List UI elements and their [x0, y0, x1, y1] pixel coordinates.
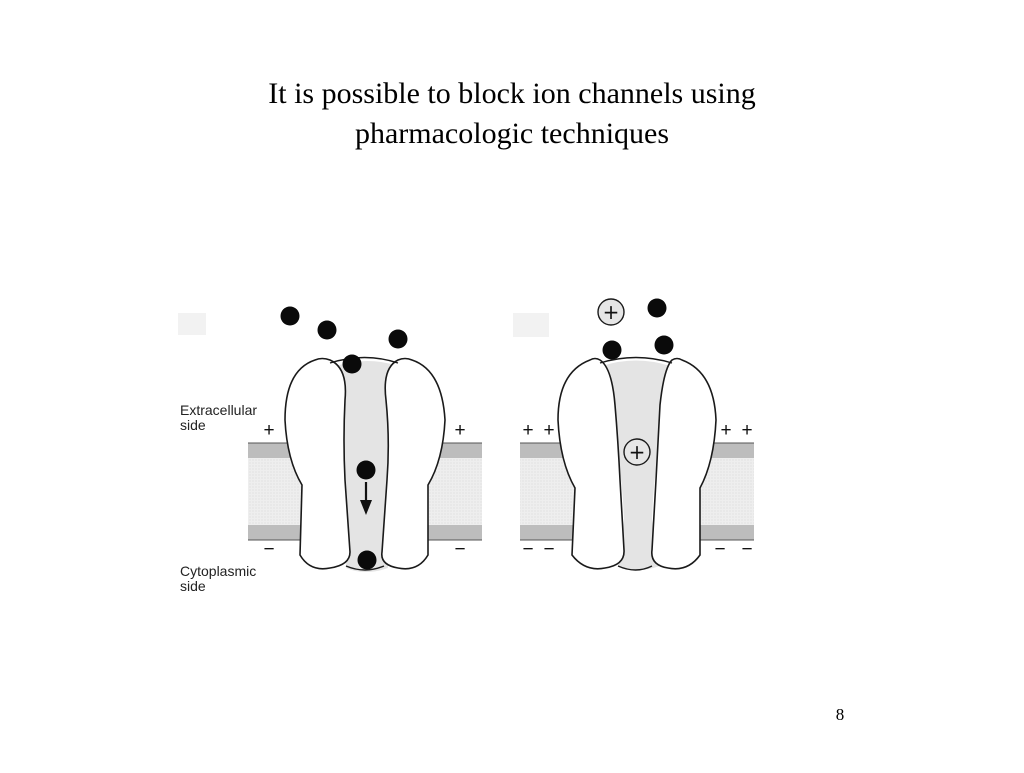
ion — [342, 354, 362, 374]
open-channel-subunit-left — [284, 357, 351, 570]
ion — [647, 298, 667, 318]
scan-artifact — [513, 313, 549, 337]
pore-bottom-edge — [617, 565, 653, 571]
blocker-molecule-free — [597, 298, 625, 326]
cytoplasmic-side-label: Cytoplasmic side — [180, 564, 256, 594]
scan-artifact — [178, 313, 206, 335]
blocked-channel-subunit-right — [651, 357, 717, 570]
plus-sign: + — [543, 420, 555, 441]
slide-number: 8 — [835, 705, 845, 724]
open-channel-panel — [178, 306, 482, 572]
slide-title: It is possible to block ion channels usi… — [112, 74, 912, 154]
ion-cytoplasmic — [357, 550, 377, 570]
plus-sign: + — [454, 420, 466, 441]
minus-sign: − — [522, 539, 534, 560]
cytoplasmic-label-line-1: Cytoplasmic — [180, 563, 257, 579]
extracellular-label-line-2: side — [180, 417, 206, 433]
minus-sign: − — [543, 539, 555, 560]
ion — [602, 340, 622, 360]
plus-sign: + — [522, 420, 534, 441]
pore-top-edge — [599, 356, 673, 364]
ion — [388, 329, 408, 349]
plus-sign: + — [720, 420, 732, 441]
open-channel-subunit-right — [381, 357, 446, 570]
cytoplasmic-label-line-2: side — [180, 578, 206, 594]
blocked-channel-panel: + + — [513, 298, 754, 571]
title-line-1: It is possible to block ion channels usi… — [268, 77, 756, 110]
minus-sign: − — [714, 539, 726, 560]
pore-bottom-edge — [345, 565, 385, 571]
blocker-plus-sign: + — [629, 440, 646, 464]
ion-flow-arrow — [360, 482, 372, 515]
minus-sign: − — [741, 539, 753, 560]
extracellular-side-label: Extracellular side — [180, 403, 257, 433]
ion-in-pore — [356, 460, 376, 480]
blocker-molecule-bound — [623, 438, 651, 466]
minus-sign: − — [263, 539, 275, 560]
pore-top-edge — [329, 356, 399, 364]
blocked-channel-subunit-left — [557, 357, 625, 570]
minus-sign: − — [454, 539, 466, 560]
blocker-plus-sign: + — [603, 300, 620, 324]
ion — [654, 335, 674, 355]
ion — [280, 306, 300, 326]
title-line-2: pharmacologic techniques — [354, 117, 670, 150]
extracellular-label-line-1: Extracellular — [180, 402, 258, 418]
plus-sign: + — [263, 420, 275, 441]
plus-sign: + — [741, 420, 753, 441]
ion — [317, 320, 337, 340]
